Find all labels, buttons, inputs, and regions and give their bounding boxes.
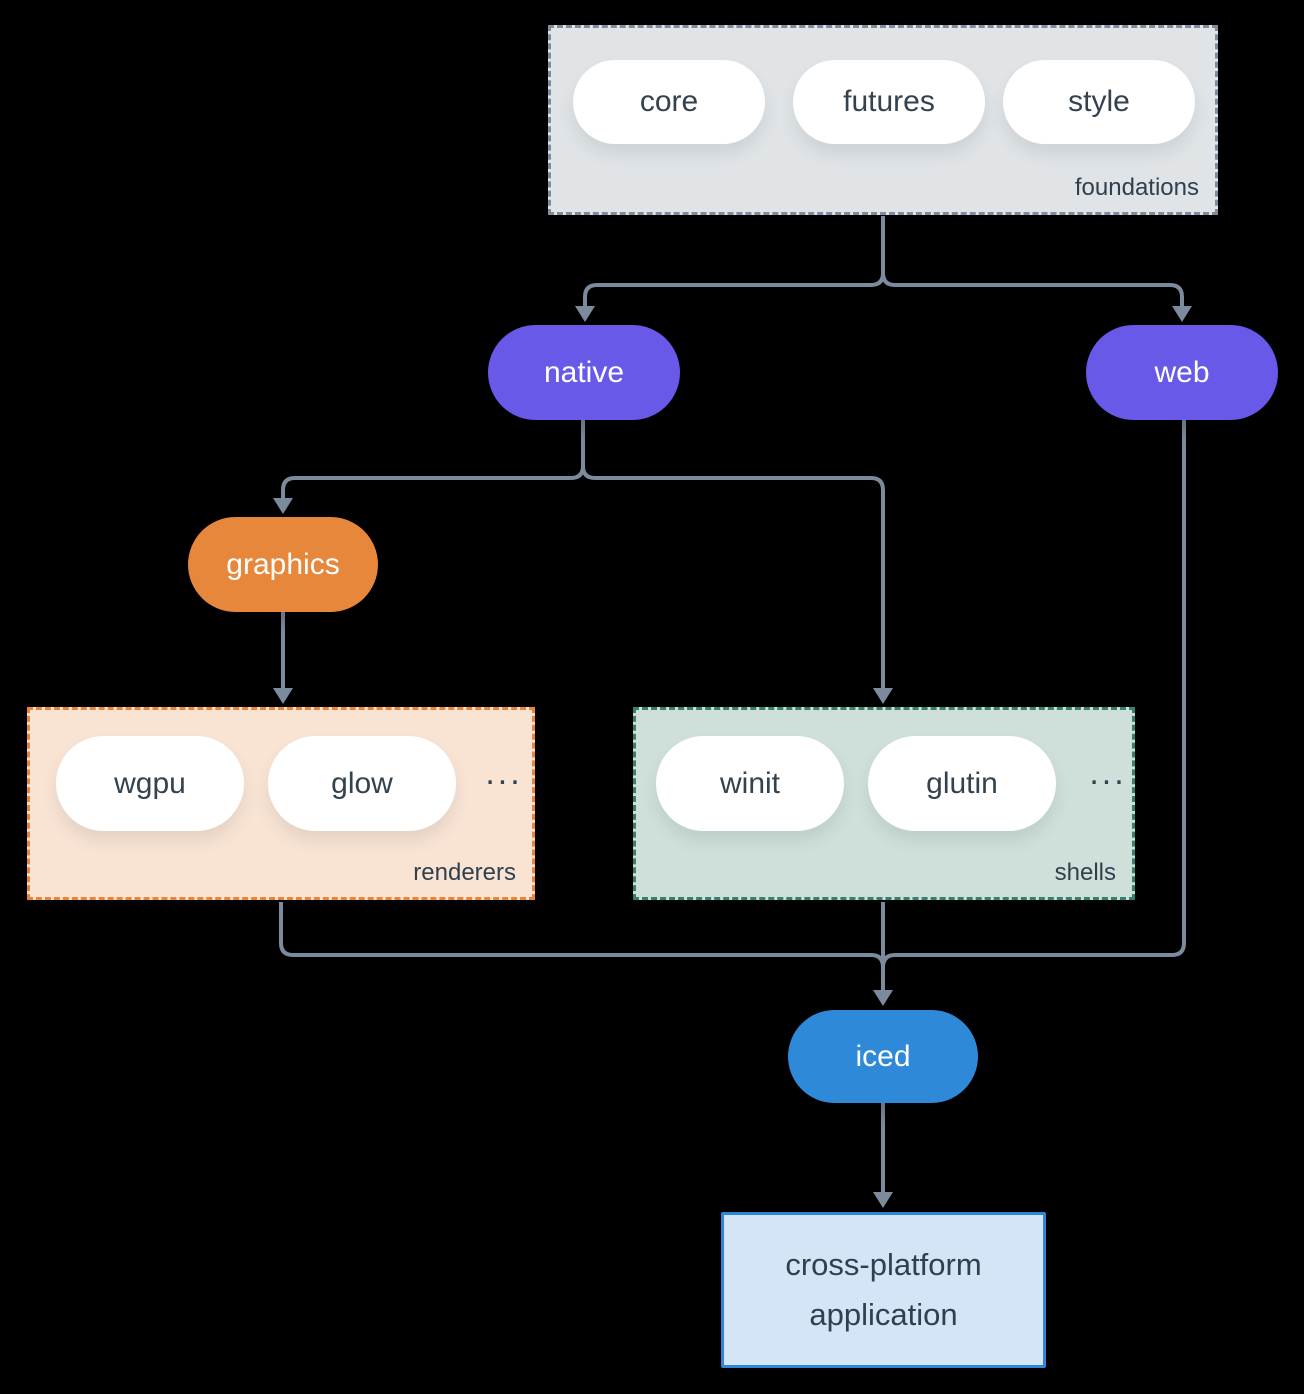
group-label-shells: shells: [1054, 859, 1116, 886]
edge-renderers-merge: [279, 902, 885, 968]
edge-foundations-native: [583, 216, 885, 306]
node-native: native: [488, 325, 680, 420]
group-shells: winit glutin ... shells: [633, 707, 1135, 900]
node-graphics: graphics: [188, 517, 378, 612]
group-foundations: core futures style foundations: [548, 25, 1218, 215]
renderers-ellipsis: ...: [485, 754, 523, 792]
node-style: style: [1003, 60, 1195, 144]
node-futures: futures: [793, 60, 985, 144]
shells-ellipsis: ...: [1089, 754, 1127, 792]
node-winit: winit: [656, 736, 844, 831]
arrowhead-renderers: [273, 688, 293, 704]
arrowhead-shells: [873, 688, 893, 704]
arrowhead-graphics: [273, 498, 293, 514]
arrowhead-application: [873, 1192, 893, 1208]
group-label-renderers: renderers: [413, 859, 516, 886]
group-renderers: wgpu glow ... renderers: [27, 707, 535, 900]
node-web: web: [1086, 325, 1278, 420]
arrowhead-web: [1172, 306, 1192, 322]
arrowhead-iced: [873, 990, 893, 1006]
edge-foundations-web: [881, 216, 1184, 306]
node-core: core: [573, 60, 765, 144]
node-wgpu: wgpu: [56, 736, 244, 831]
node-glow: glow: [268, 736, 456, 831]
node-iced: iced: [788, 1010, 978, 1103]
node-cross-platform-application: cross-platform application: [721, 1212, 1046, 1368]
group-label-foundations: foundations: [1074, 174, 1199, 201]
edge-native-shells: [581, 420, 885, 688]
node-glutin: glutin: [868, 736, 1056, 831]
edge-native-graphics: [281, 420, 585, 498]
arrowhead-native: [575, 306, 595, 322]
